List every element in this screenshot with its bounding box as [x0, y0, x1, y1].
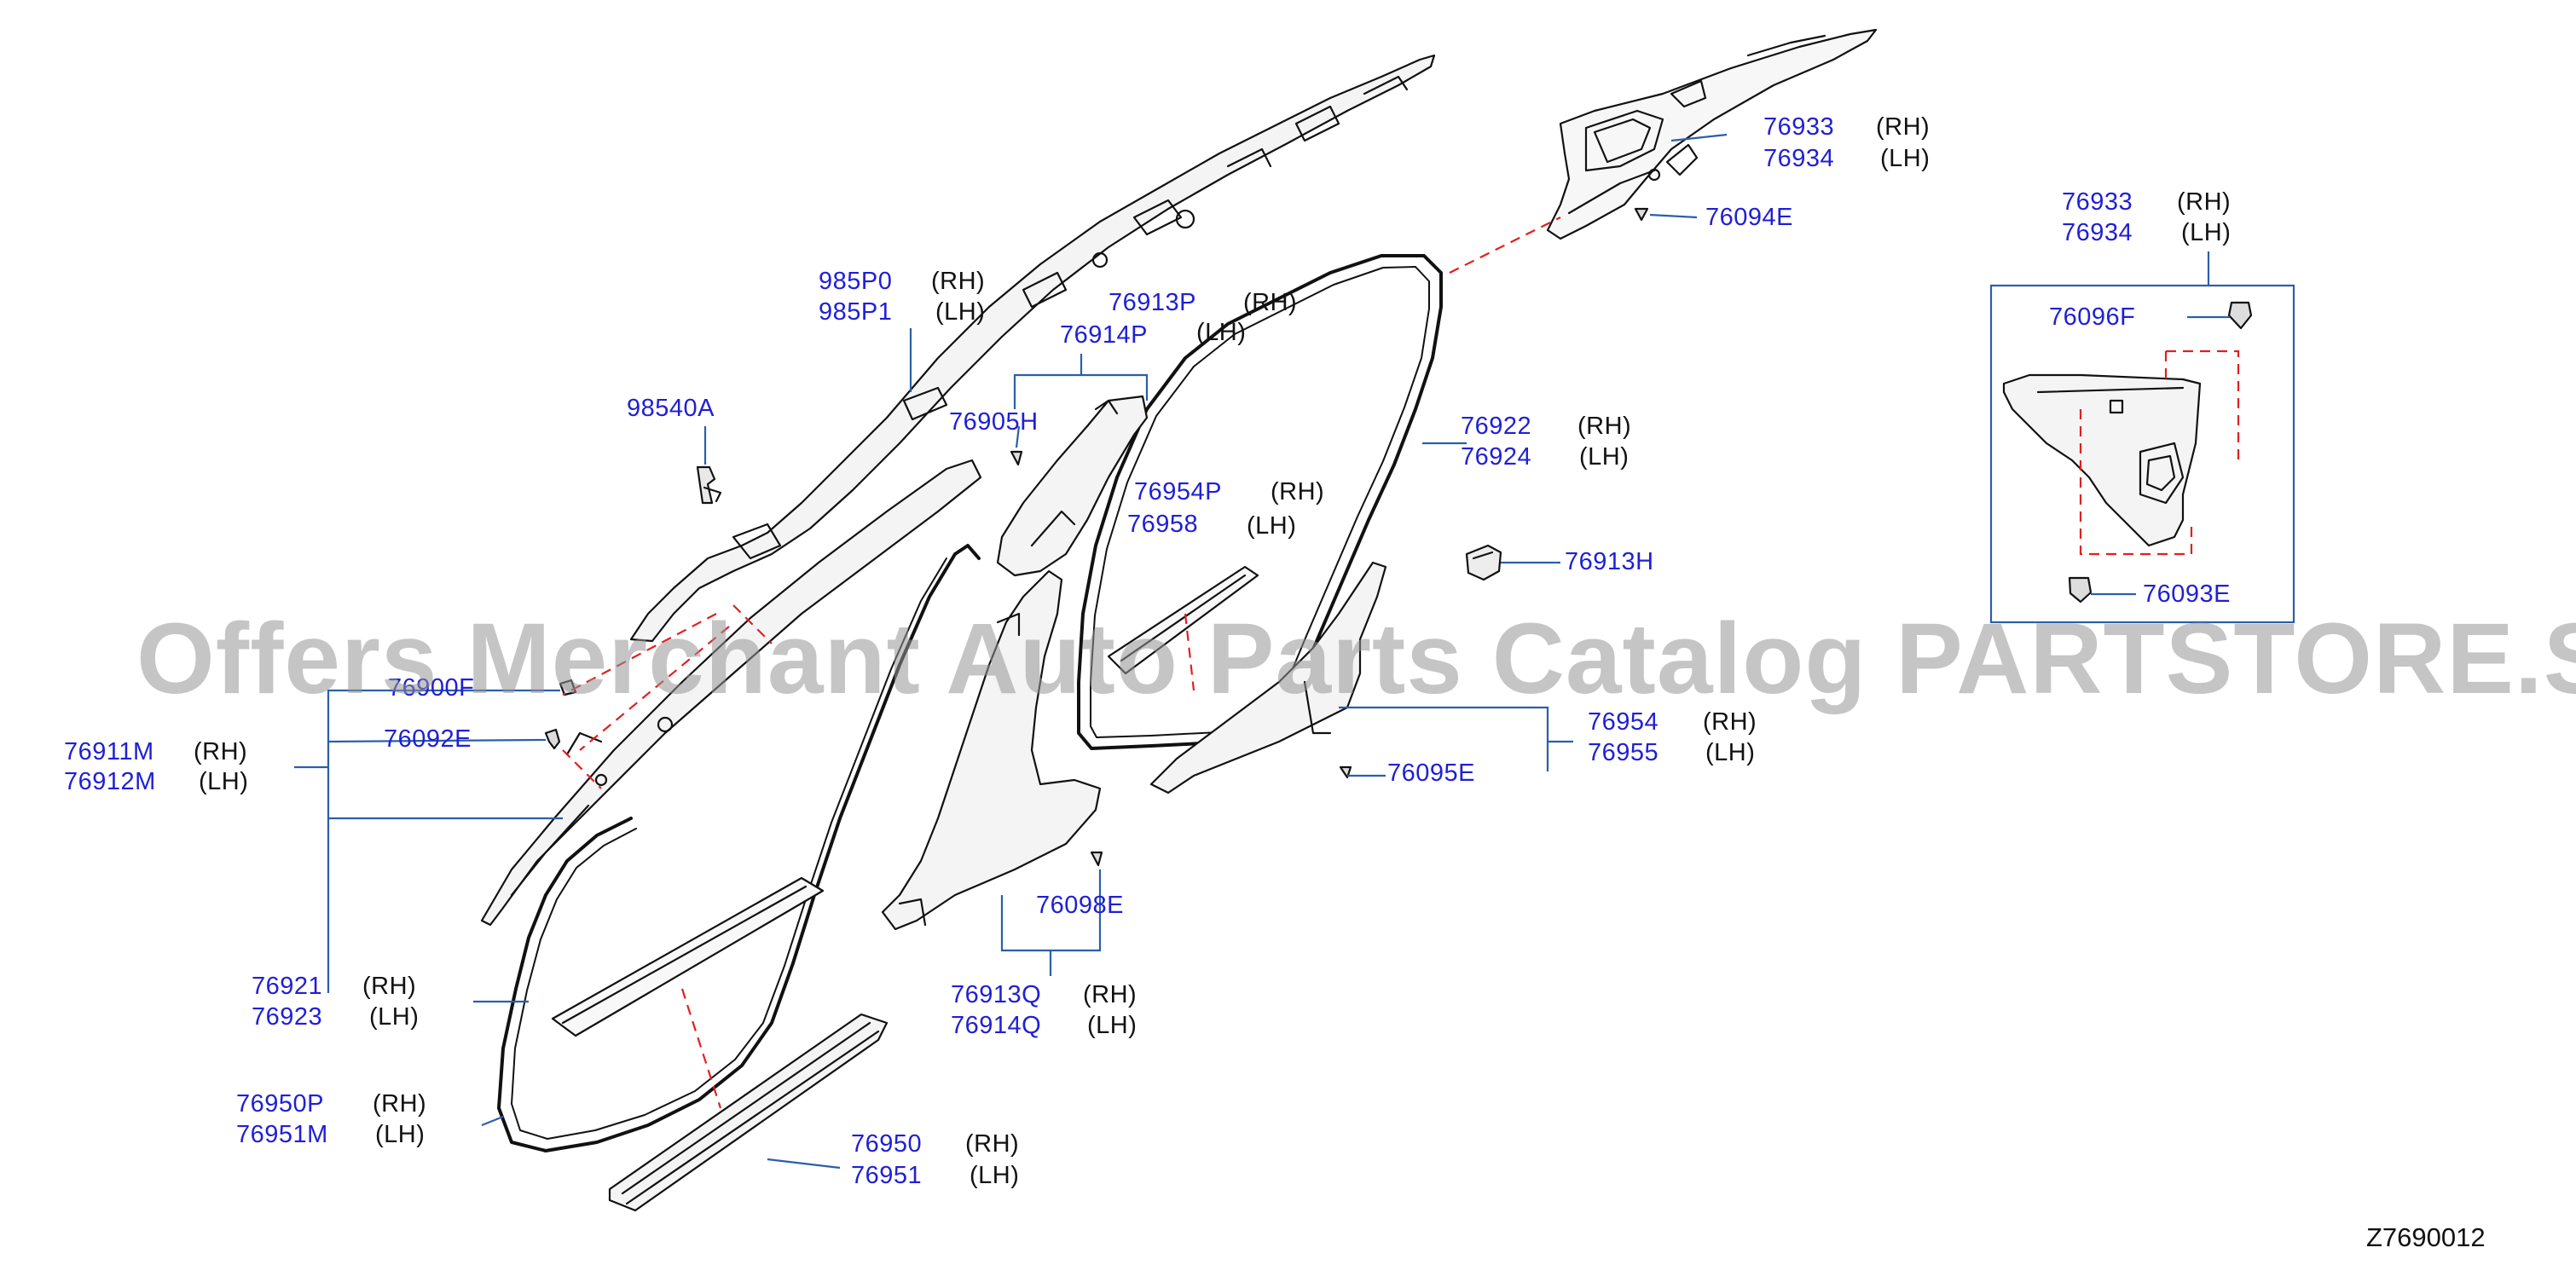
diagram-code: Z7690012 [2366, 1222, 2486, 1252]
label-76913Q-side: (RH) [1083, 981, 1137, 1008]
rear-door-weatherstrip [1077, 254, 1443, 750]
label-76921: 76921 [252, 973, 323, 1000]
label-985P1-side: (LH) [935, 298, 986, 326]
inset-label-76093E: 76093E [2143, 581, 2231, 608]
label-76912M: 76912M [64, 768, 156, 795]
label-76954P: 76954P [1134, 478, 1222, 505]
clip-76905H [1010, 450, 1023, 466]
label-76951-side: (LH) [970, 1162, 1020, 1189]
front-step-plate [551, 876, 825, 1037]
label-76094E: 76094E [1705, 204, 1793, 231]
label-985P1: 985P1 [819, 298, 893, 326]
label-76950: 76950 [851, 1130, 923, 1158]
label-76905H: 76905H [949, 408, 1039, 436]
inset-label-76096F: 76096F [2049, 303, 2136, 331]
clip-76096F [2227, 301, 2253, 330]
label-76098E: 76098E [1036, 892, 1124, 919]
label-76951: 76951 [851, 1162, 923, 1189]
dashed-lines [562, 217, 2240, 1109]
label-76954: 76954 [1588, 708, 1659, 736]
clip-76098E [1090, 851, 1103, 867]
label-76924: 76924 [1461, 443, 1532, 471]
label-76923: 76923 [252, 1003, 323, 1031]
label-76954P-side: (RH) [1271, 478, 1325, 505]
front-pillar-garnish [480, 459, 982, 927]
rear-pillar-trim [1546, 28, 1878, 240]
label-76913Q: 76913Q [951, 981, 1042, 1008]
label-76922-side: (RH) [1577, 413, 1632, 440]
clip-76900F [559, 679, 577, 696]
watermark: Offers Merchant Auto Parts Catalog PARTS… [136, 603, 2576, 715]
label-985P0: 985P0 [819, 268, 893, 295]
label-76958: 76958 [1127, 511, 1199, 538]
front-door-weatherstrip [497, 544, 981, 1152]
label-76912M-side: (LH) [199, 768, 249, 795]
label-76923-side: (LH) [369, 1003, 420, 1031]
label-76095E: 76095E [1387, 760, 1475, 787]
label-76900F: 76900F [388, 674, 475, 702]
label-76950-side: (RH) [965, 1130, 1020, 1158]
label-76922: 76922 [1461, 413, 1532, 440]
label-76913P: 76913P [1109, 289, 1196, 316]
curtain-airbag [629, 54, 1436, 643]
label-76913H: 76913H [1565, 548, 1654, 575]
label-76950P-side: (RH) [373, 1090, 427, 1118]
label-76914P: 76914P [1060, 321, 1148, 349]
inset-label-76933: 76933 [2062, 188, 2133, 216]
label-76914Q: 76914Q [951, 1012, 1042, 1039]
clip-76092E [544, 728, 561, 750]
clip-76913H [1465, 544, 1502, 581]
label-76934-side: (LH) [1880, 145, 1931, 172]
label-76913P-side: (RH) [1243, 289, 1298, 316]
label-76914Q-side: (LH) [1087, 1012, 1137, 1039]
leader-lines [294, 133, 2295, 1170]
label-76955: 76955 [1588, 739, 1659, 766]
label-76958-side: (LH) [1247, 512, 1297, 540]
label-76951M: 76951M [236, 1121, 328, 1148]
inset-quarter-trim [2002, 373, 2202, 547]
label-985P0-side: (RH) [931, 268, 986, 295]
label-76092E: 76092E [384, 725, 472, 753]
clip-76094E [1634, 207, 1649, 222]
center-pillar-lower [881, 569, 1102, 931]
label-76950P: 76950P [236, 1090, 324, 1118]
label-98540A: 98540A [627, 395, 715, 422]
clip-76093E [2068, 576, 2093, 604]
label-76911M-side: (RH) [194, 738, 248, 765]
bolt-98540A [696, 465, 722, 505]
inset-label-76933-side: (RH) [2177, 188, 2232, 216]
front-kicking-plate [608, 1013, 889, 1212]
label-76924-side: (LH) [1579, 443, 1630, 471]
label-76914P-side: (LH) [1196, 319, 1247, 346]
label-76955-side: (LH) [1705, 739, 1756, 766]
inset-label-76934-side: (LH) [2181, 219, 2232, 246]
sill-scuff-inner [1107, 565, 1259, 675]
label-76951M-side: (LH) [375, 1121, 425, 1148]
label-76921-side: (RH) [362, 973, 417, 1000]
inset-label-76934: 76934 [2062, 219, 2133, 246]
center-pillar-upper [996, 395, 1149, 577]
label-76911M: 76911M [64, 738, 154, 765]
kicking-plate-center [1149, 561, 1387, 794]
label-76934: 76934 [1763, 145, 1835, 172]
label-76954-side: (RH) [1703, 708, 1757, 736]
label-76933-side: (RH) [1876, 113, 1931, 141]
label-76933: 76933 [1763, 113, 1835, 141]
